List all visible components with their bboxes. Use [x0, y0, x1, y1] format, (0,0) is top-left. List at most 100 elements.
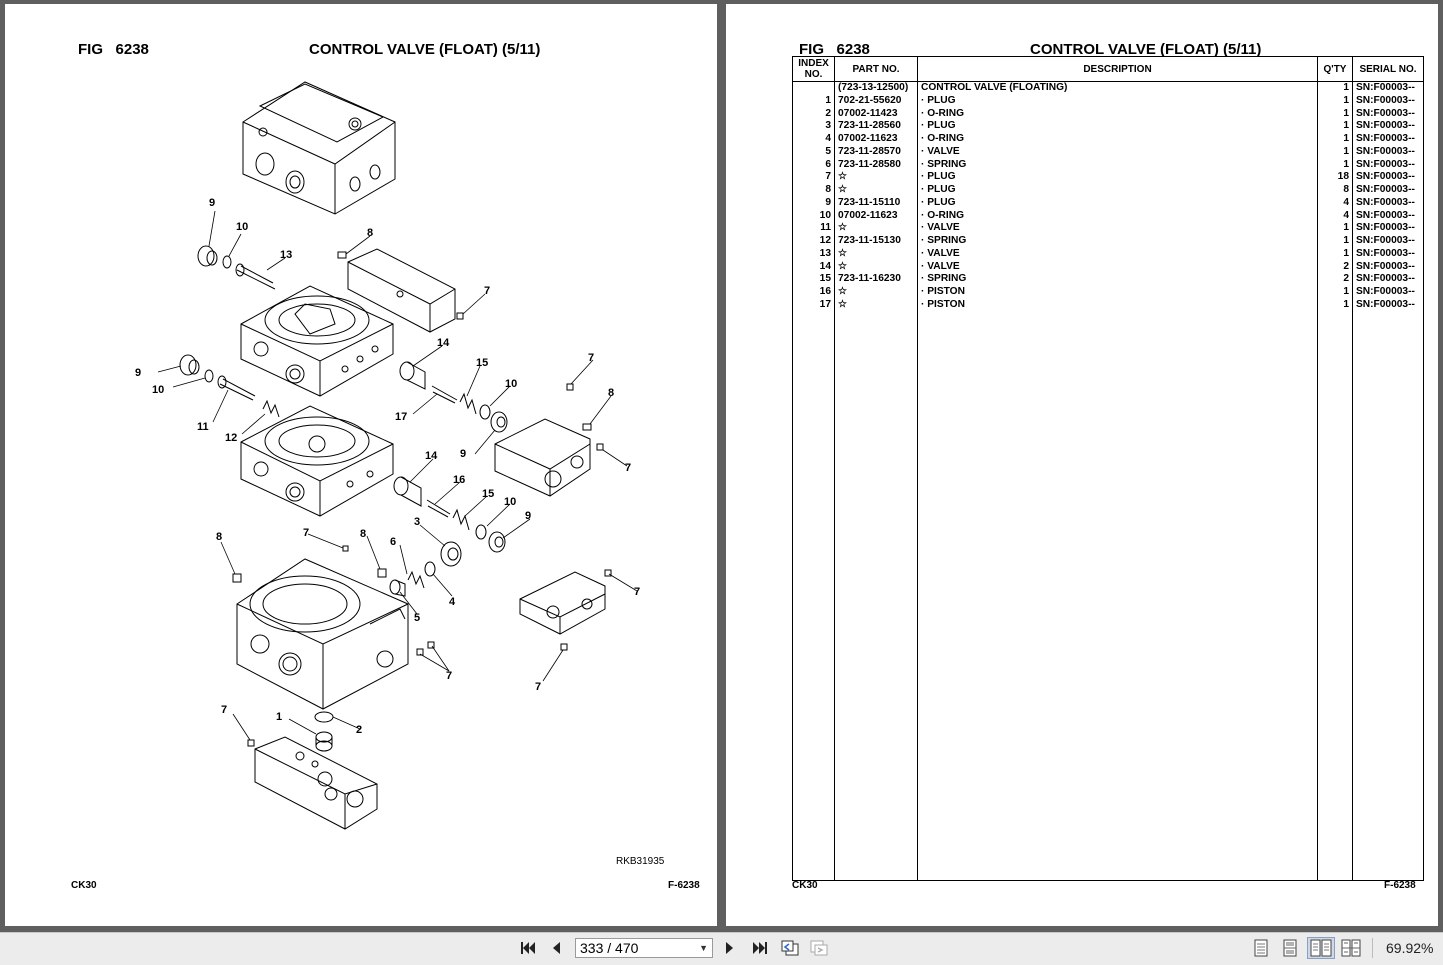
page-number-value: 333 / 470 — [580, 940, 639, 956]
oring-10c — [479, 404, 491, 420]
row-qty: 1 — [1317, 247, 1353, 261]
oring-10b — [204, 369, 214, 383]
continuous-facing-view-button[interactable] — [1340, 938, 1362, 958]
row-qty: 2 — [1317, 260, 1353, 274]
next-page-button[interactable] — [721, 938, 739, 958]
callout-5: 5 — [414, 612, 420, 624]
previous-view-button[interactable] — [779, 938, 801, 958]
next-view-button[interactable] — [808, 938, 830, 958]
row-part-no: 07002-11623 — [834, 209, 918, 223]
callout-2: 2 — [356, 724, 362, 736]
row-description: · O-RING — [917, 209, 1318, 223]
row-serial-no: SN:F00003-- — [1352, 286, 1424, 299]
row-qty: 1 — [1317, 298, 1353, 312]
row-serial-no: SN:F00003-- — [1352, 235, 1424, 248]
footer-page: F-6238 — [668, 880, 700, 891]
valve-14b — [393, 476, 422, 507]
small-plugs — [232, 251, 612, 747]
row-qty: 1 — [1317, 81, 1353, 95]
row-serial-no: SN:F00003-- — [1352, 94, 1424, 108]
zoom-level[interactable]: 69.92% — [1386, 940, 1434, 956]
next-page-icon — [726, 942, 733, 954]
row-description: · VALVE — [917, 247, 1318, 261]
row-part-no: (723-13-12500) — [834, 81, 918, 95]
document-viewport[interactable]: FIG 6238 CONTROL VALVE (FLOAT) (5/11) — [0, 0, 1443, 932]
row-index: 14 — [792, 260, 835, 274]
page-number-select[interactable]: 333 / 470 ▼ — [575, 938, 713, 958]
callout-17: 17 — [395, 411, 407, 423]
row-serial-no: SN:F00003-- — [1352, 273, 1424, 286]
row-index: 7 — [792, 171, 835, 184]
callout-10: 10 — [504, 496, 516, 508]
row-qty: 18 — [1317, 171, 1353, 184]
valve-13 — [235, 263, 276, 290]
page-title: CONTROL VALVE (FLOAT) (5/11) — [309, 41, 541, 58]
blank-cell — [834, 311, 918, 881]
callout-1: 1 — [276, 711, 282, 723]
first-page-icon — [521, 942, 535, 954]
fig-label: FIG 6238 — [78, 41, 149, 58]
first-page-button[interactable] — [517, 938, 539, 958]
end-cover-lower — [519, 571, 606, 635]
row-part-no: ☆ — [834, 184, 918, 197]
previous-page-icon — [553, 942, 560, 954]
callout-labels: 9 10 13 8 7 9 10 11 12 14 15 17 10 7 8 7… — [135, 197, 640, 736]
plug-3 — [440, 541, 462, 567]
row-description: · PLUG — [917, 184, 1318, 197]
previous-view-icon — [781, 940, 799, 956]
row-description: · PLUG — [917, 196, 1318, 210]
callout-15: 15 — [482, 488, 494, 500]
next-view-icon — [810, 940, 828, 956]
oring-4 — [424, 561, 436, 577]
callout-8: 8 — [608, 387, 614, 399]
row-description: · VALVE — [917, 222, 1318, 235]
facing-pages-view-button[interactable] — [1307, 937, 1335, 959]
plug-9b — [179, 354, 200, 376]
row-part-no: 07002-11423 — [834, 107, 918, 121]
row-part-no: ☆ — [834, 286, 918, 299]
spring-15b — [452, 508, 470, 531]
row-description: · SPRING — [917, 235, 1318, 248]
callout-7: 7 — [484, 285, 490, 297]
row-index: 10 — [792, 209, 835, 223]
piston-17 — [431, 385, 458, 404]
callout-15: 15 — [476, 357, 488, 369]
single-page-view-button[interactable] — [1250, 938, 1272, 958]
row-qty: 4 — [1317, 196, 1353, 210]
row-index — [792, 81, 835, 95]
valve-section-upper — [240, 285, 394, 397]
col-index: INDEX NO. — [792, 56, 835, 82]
plug-9d — [488, 531, 506, 553]
last-page-icon — [753, 942, 767, 954]
plug-1 — [315, 731, 333, 752]
last-page-button[interactable] — [749, 938, 771, 958]
callout-12: 12 — [225, 432, 237, 444]
row-description: · VALVE — [917, 260, 1318, 274]
row-index: 8 — [792, 184, 835, 197]
page-title: CONTROL VALVE (FLOAT) (5/11) — [1030, 41, 1262, 58]
continuous-view-button[interactable] — [1279, 938, 1301, 958]
table-header: INDEX NO. PART NO. DESCRIPTION Q'TY SERI… — [792, 56, 1424, 82]
row-serial-no: SN:F00003-- — [1352, 158, 1424, 172]
piston-16 — [426, 499, 451, 518]
col-serial-no: SERIAL NO. — [1352, 56, 1424, 82]
row-qty: 1 — [1317, 222, 1353, 235]
previous-page-button[interactable] — [547, 938, 565, 958]
row-part-no: ☆ — [834, 247, 918, 261]
dropdown-arrow-icon: ▼ — [699, 943, 708, 953]
plug-9a — [197, 245, 218, 267]
callout-7: 7 — [634, 586, 640, 598]
valve-body-main — [236, 558, 409, 710]
row-qty: 1 — [1317, 235, 1353, 248]
row-qty: 1 — [1317, 107, 1353, 121]
row-index: 9 — [792, 196, 835, 210]
